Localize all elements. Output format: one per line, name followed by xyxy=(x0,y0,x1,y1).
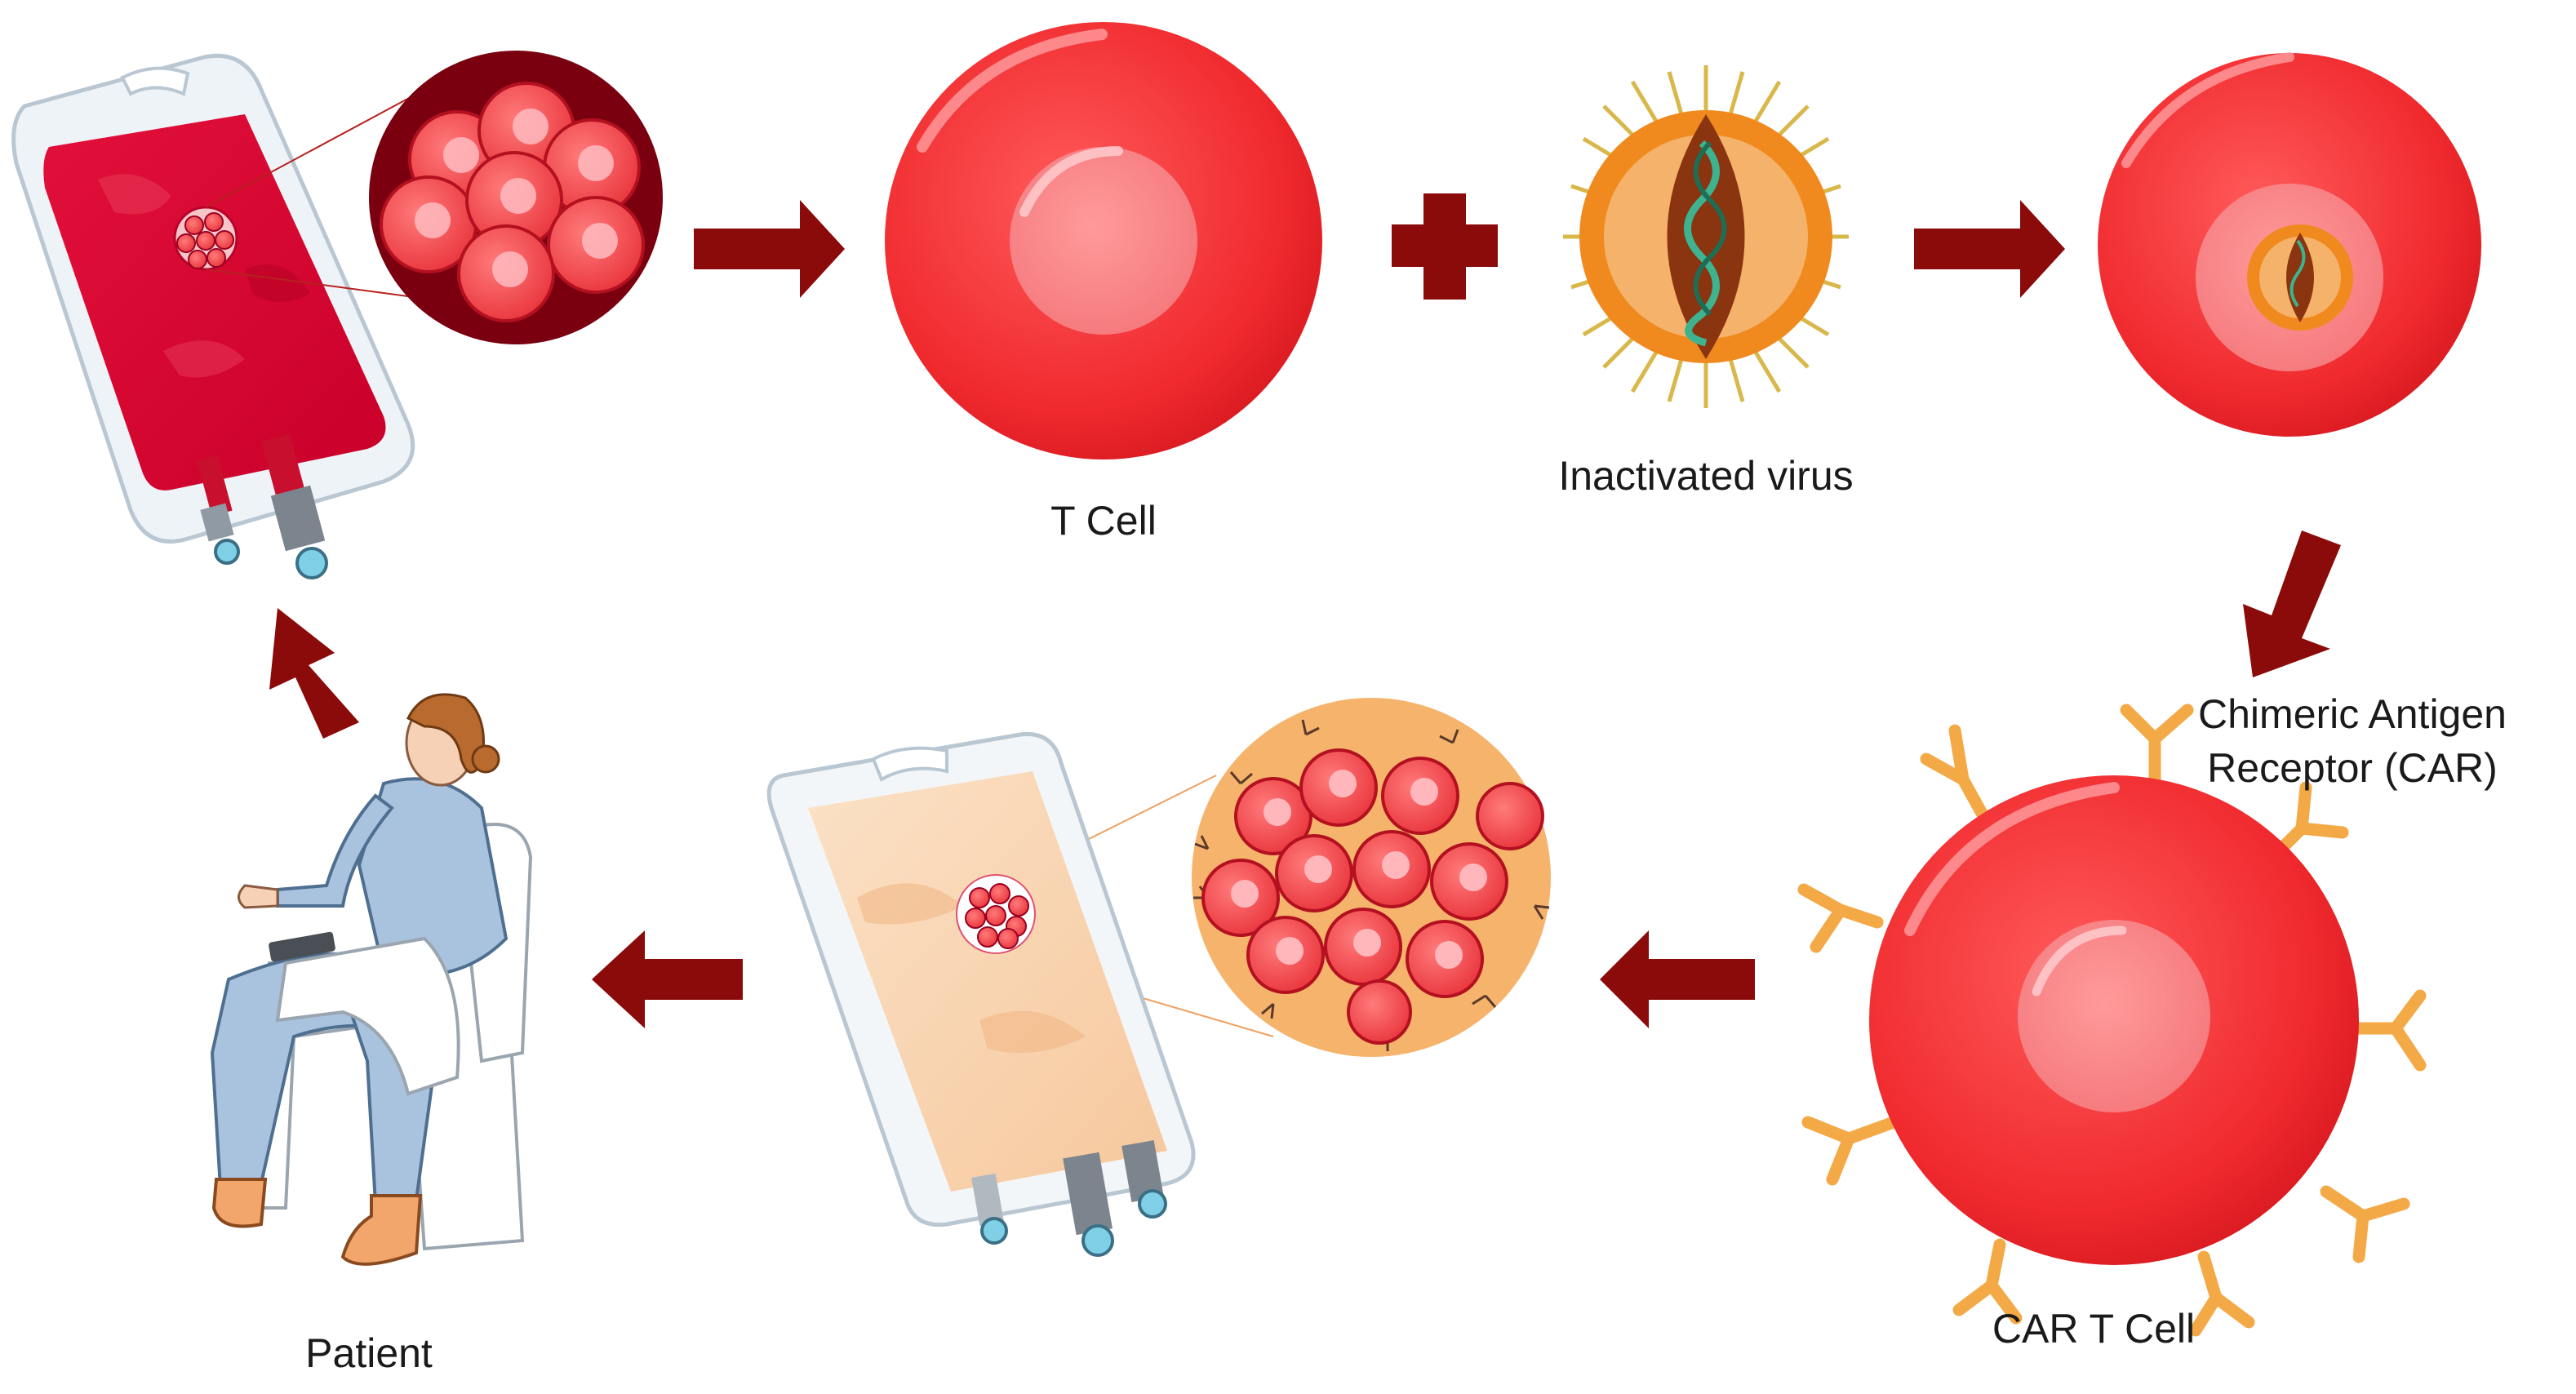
patient-label: Patient xyxy=(305,1330,433,1376)
patient-icon xyxy=(210,693,533,1266)
arrow-left-icon xyxy=(1600,930,1755,1028)
red-cell-cluster-icon xyxy=(369,51,663,344)
arrow-right-icon xyxy=(1914,200,2065,298)
car-label-line-1: Chimeric Antigen xyxy=(2198,691,2507,737)
car-t-cell-icon xyxy=(1797,704,2427,1337)
car-t-infusion-bag-icon xyxy=(766,731,1196,1257)
arrow-up-icon xyxy=(269,608,359,739)
arrow-right-icon xyxy=(694,200,845,298)
car-t-cell-label: CAR T Cell xyxy=(1992,1306,2195,1352)
virus-label: Inactivated virus xyxy=(1558,453,1853,499)
arrow-down-icon xyxy=(2243,531,2341,677)
plus-icon xyxy=(1392,193,1498,300)
t-cell-icon xyxy=(885,22,1322,459)
arrow-left-icon xyxy=(592,930,743,1028)
blood-bag-icon xyxy=(11,53,482,579)
virus-icon xyxy=(1563,65,1849,408)
flow-arrows xyxy=(269,200,2341,1028)
transduced-t-cell-icon xyxy=(2098,52,2481,437)
car-label-line-2: Receptor (CAR) xyxy=(2207,745,2498,791)
t-cell-label: T Cell xyxy=(1050,498,1157,544)
car-receptor-icon xyxy=(1797,704,2427,1337)
car-t-cell-cluster-icon xyxy=(995,698,1551,1057)
